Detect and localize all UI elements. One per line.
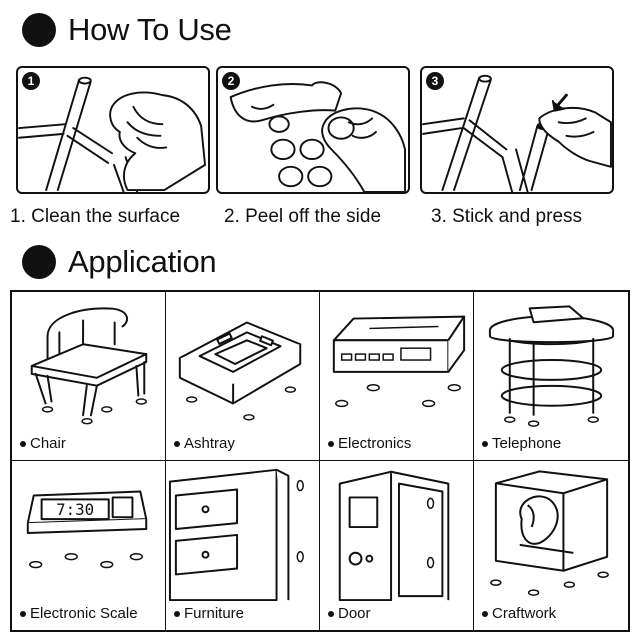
application-item-label: Furniture bbox=[174, 605, 244, 622]
bullet-dot-icon bbox=[22, 13, 56, 47]
step-number-badge: 3 bbox=[426, 72, 444, 90]
application-item-label: Craftwork bbox=[482, 605, 556, 622]
application-item-door: Door bbox=[320, 461, 474, 630]
step-2-illustration: 2 bbox=[216, 66, 410, 194]
step-number-badge: 2 bbox=[222, 72, 240, 90]
application-item-label: Telephone bbox=[482, 435, 561, 452]
step-3-illustration: 3 bbox=[420, 66, 614, 194]
application-item-label: Electronic Scale bbox=[20, 605, 138, 622]
clean-surface-illustration bbox=[18, 76, 206, 192]
furniture-icon bbox=[168, 468, 304, 601]
application-item-craftwork: Craftwork bbox=[474, 461, 628, 630]
application-item-furniture: Furniture bbox=[166, 461, 320, 630]
application-item-label: Chair bbox=[20, 435, 66, 452]
how-to-use-header: How To Use bbox=[22, 12, 232, 48]
application-header: Application bbox=[22, 244, 217, 280]
step-2-caption: 2. Peel off the side bbox=[224, 206, 382, 227]
application-item-label: Ashtray bbox=[174, 435, 235, 452]
door-icon bbox=[338, 470, 450, 601]
bullet-dot-icon bbox=[174, 610, 180, 617]
craftwork-icon bbox=[490, 470, 609, 596]
application-item-label: Door bbox=[328, 605, 371, 622]
peel-off-illustration bbox=[229, 81, 406, 192]
bullet-dot-icon bbox=[328, 610, 334, 617]
electronic-scale-icon: 7:30 bbox=[26, 490, 148, 569]
bullet-dot-icon bbox=[20, 440, 26, 447]
step-3-caption: 3. Stick and press bbox=[431, 206, 583, 227]
bullet-dot-icon bbox=[482, 440, 488, 447]
how-to-use-title: How To Use bbox=[68, 12, 232, 47]
chair-icon bbox=[30, 307, 148, 425]
application-grid: Chair Ashtray bbox=[10, 290, 630, 632]
bullet-dot-icon bbox=[20, 610, 26, 617]
scale-display-text: 7:30 bbox=[56, 500, 94, 519]
electronics-icon bbox=[332, 315, 466, 408]
bullet-dot-icon bbox=[328, 440, 334, 447]
application-item-telephone: Telephone bbox=[474, 292, 628, 461]
step-1-illustration: 1 bbox=[16, 66, 210, 194]
step-number-badge: 1 bbox=[22, 72, 40, 90]
bullet-dot-icon bbox=[482, 610, 488, 617]
bullet-dot-icon bbox=[174, 440, 180, 447]
step-1-caption: 1. Clean the surface bbox=[10, 206, 181, 227]
application-item-label: Electronics bbox=[328, 435, 411, 452]
application-item-chair: Chair bbox=[12, 292, 166, 461]
application-title: Application bbox=[68, 244, 217, 279]
ashtray-icon bbox=[178, 321, 302, 421]
application-item-electronics: Electronics bbox=[320, 292, 474, 461]
stick-press-illustration bbox=[422, 74, 612, 192]
application-item-electronic-scale: 7:30 Electronic Scale bbox=[12, 461, 166, 630]
bullet-dot-icon bbox=[22, 245, 56, 279]
application-item-ashtray: Ashtray bbox=[166, 292, 320, 461]
telephone-icon bbox=[488, 305, 615, 427]
